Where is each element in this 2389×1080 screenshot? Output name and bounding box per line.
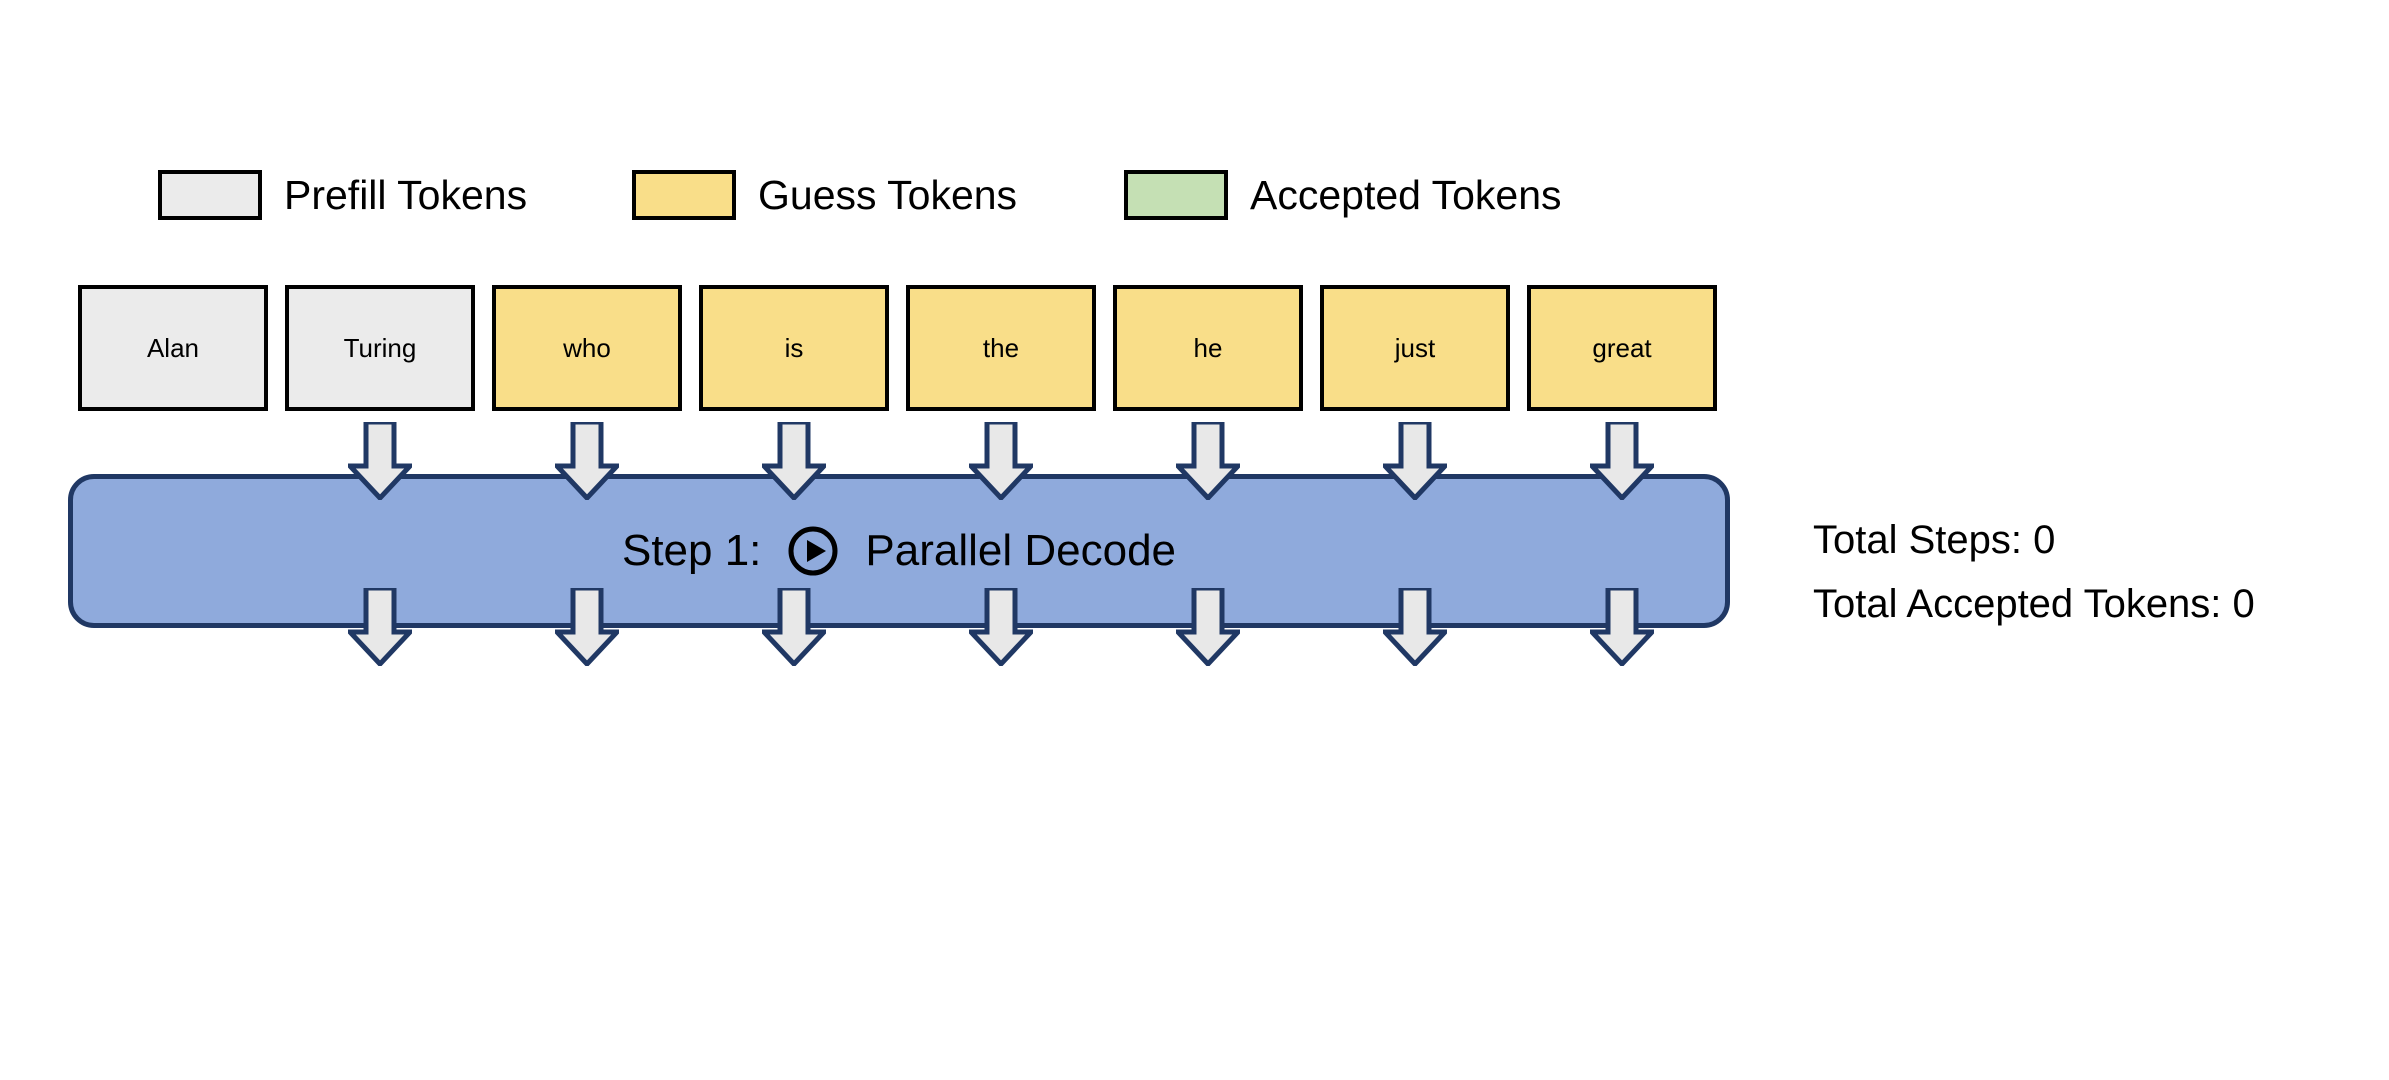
legend-item-2: Accepted Tokens <box>1124 160 1562 230</box>
down-arrow-icon <box>762 588 826 666</box>
token-label: just <box>1394 332 1436 363</box>
down-arrow-icon <box>969 422 1033 500</box>
token-box-guess[interactable]: great <box>1527 285 1717 411</box>
total-accepted-tokens-label: Total Accepted Tokens: 0 <box>1813 582 2255 626</box>
arrows-out-of-step-bar <box>0 588 2389 666</box>
down-arrow-icon <box>555 422 619 500</box>
legend-swatch-accepted <box>1124 170 1228 220</box>
down-arrow-icon <box>1590 588 1654 666</box>
down-arrow-icon <box>762 422 826 500</box>
token-label: the <box>982 332 1020 363</box>
legend-item-label: Guess Tokens <box>758 171 1018 218</box>
arrows-into-step-bar <box>0 422 2389 500</box>
token-box-guess[interactable]: he <box>1113 285 1303 411</box>
step-label: Step 1: <box>621 526 762 575</box>
total-steps-label: Total Steps: 0 <box>1813 518 2056 562</box>
stats-panel: Total Steps: 0 Total Accepted Tokens: 0 <box>1813 508 2373 636</box>
token-label: Alan <box>146 332 200 363</box>
token-label: he <box>1193 332 1223 363</box>
token-label: Turing <box>343 332 417 363</box>
down-arrow-icon <box>555 588 619 666</box>
down-arrow-icon <box>1383 588 1447 666</box>
down-arrow-icon <box>1383 422 1447 500</box>
legend-item-label: Prefill Tokens <box>284 171 528 218</box>
legend-item-1: Guess Tokens <box>632 160 1017 230</box>
down-arrow-icon <box>1176 588 1240 666</box>
token-box-guess[interactable]: who <box>492 285 682 411</box>
legend-swatch-guess <box>632 170 736 220</box>
down-arrow-icon <box>1176 422 1240 500</box>
step-bar[interactable]: Step 1: Parallel Decode <box>68 474 1730 628</box>
down-arrow-icon <box>348 588 412 666</box>
token-box-guess[interactable]: is <box>699 285 889 411</box>
step-bar-content: Step 1: Parallel Decode <box>622 525 1176 577</box>
legend: Prefill Tokens Guess Tokens Accepted Token… <box>0 160 2389 230</box>
legend-swatch-prefill <box>158 170 262 220</box>
legend-item-label: Accepted Tokens <box>1250 171 1562 218</box>
down-arrow-icon <box>1590 422 1654 500</box>
step-action-label: Parallel Decode <box>865 526 1177 575</box>
token-label: who <box>563 332 611 363</box>
token-box-prefill[interactable]: Turing <box>285 285 475 411</box>
down-arrow-icon <box>969 588 1033 666</box>
token-box-guess[interactable]: the <box>906 285 1096 411</box>
down-arrow-icon <box>348 422 412 500</box>
token-label: great <box>1592 332 1652 363</box>
token-box-guess[interactable]: just <box>1320 285 1510 411</box>
token-row: Alan Turing who is the he just great <box>0 285 2389 411</box>
legend-item-0: Prefill Tokens <box>158 160 527 230</box>
token-box-prefill[interactable]: Alan <box>78 285 268 411</box>
token-label: is <box>784 332 804 363</box>
play-circle-icon[interactable] <box>787 525 839 577</box>
